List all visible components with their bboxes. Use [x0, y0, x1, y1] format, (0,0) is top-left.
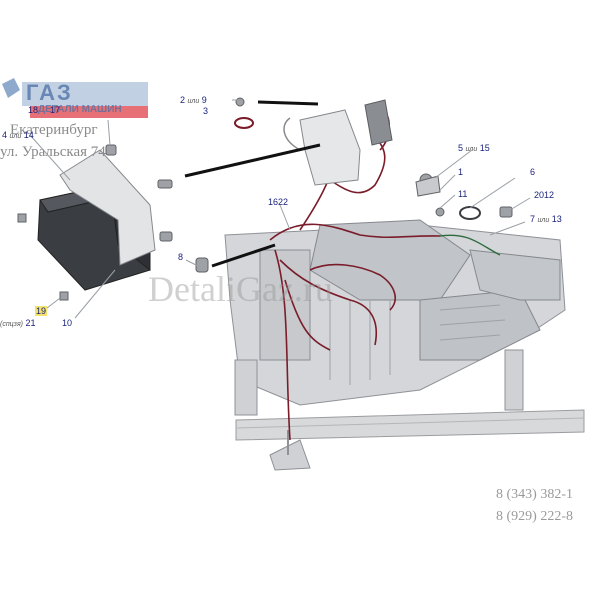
- callout-4-or-14: 4 или 14: [2, 130, 34, 140]
- relay-box: [283, 99, 393, 186]
- callout-3: 3: [203, 106, 209, 116]
- phone-2: 8 (929) 222-8: [496, 509, 573, 524]
- callout-11: 11: [458, 189, 468, 199]
- ground-wire: [439, 234, 501, 256]
- logo-subtitle: ДЕТАЛИ МАШИН: [38, 104, 122, 115]
- leader-lines: [29, 99, 531, 319]
- callout-21: (спцзя) 21: [0, 318, 36, 328]
- logo-brand: ГАЗ: [26, 80, 73, 105]
- callout-19: 19: [35, 306, 48, 316]
- callout-1: 1: [458, 167, 464, 177]
- callout-18: 18: [28, 105, 39, 115]
- frame-rail: [235, 409, 585, 441]
- callout-2012: 2012: [534, 190, 555, 200]
- callout-2-or-9: 2 или 9: [180, 95, 207, 105]
- callout-8: 8: [178, 252, 184, 262]
- watermark: DetaliGaz.ru: [148, 269, 333, 309]
- callout-1622: 1622: [268, 197, 289, 207]
- fasteners: [17, 97, 513, 301]
- heavy-pointers: [184, 100, 321, 268]
- address-city: Екатеринбург: [10, 122, 98, 138]
- address-street: ул. Уральская 74: [0, 144, 106, 160]
- callout-17: 17: [50, 105, 61, 115]
- phone-1: 8 (343) 382-1: [496, 487, 573, 502]
- callout-6: 6: [530, 167, 536, 177]
- ecu-bracket: [59, 149, 156, 266]
- callout-5-or-15: 5 или 15: [458, 143, 490, 153]
- callout-10: 10: [62, 318, 73, 328]
- gaz-logo-icon: [2, 78, 148, 118]
- callout-7-or-13: 7 или 13: [530, 214, 562, 224]
